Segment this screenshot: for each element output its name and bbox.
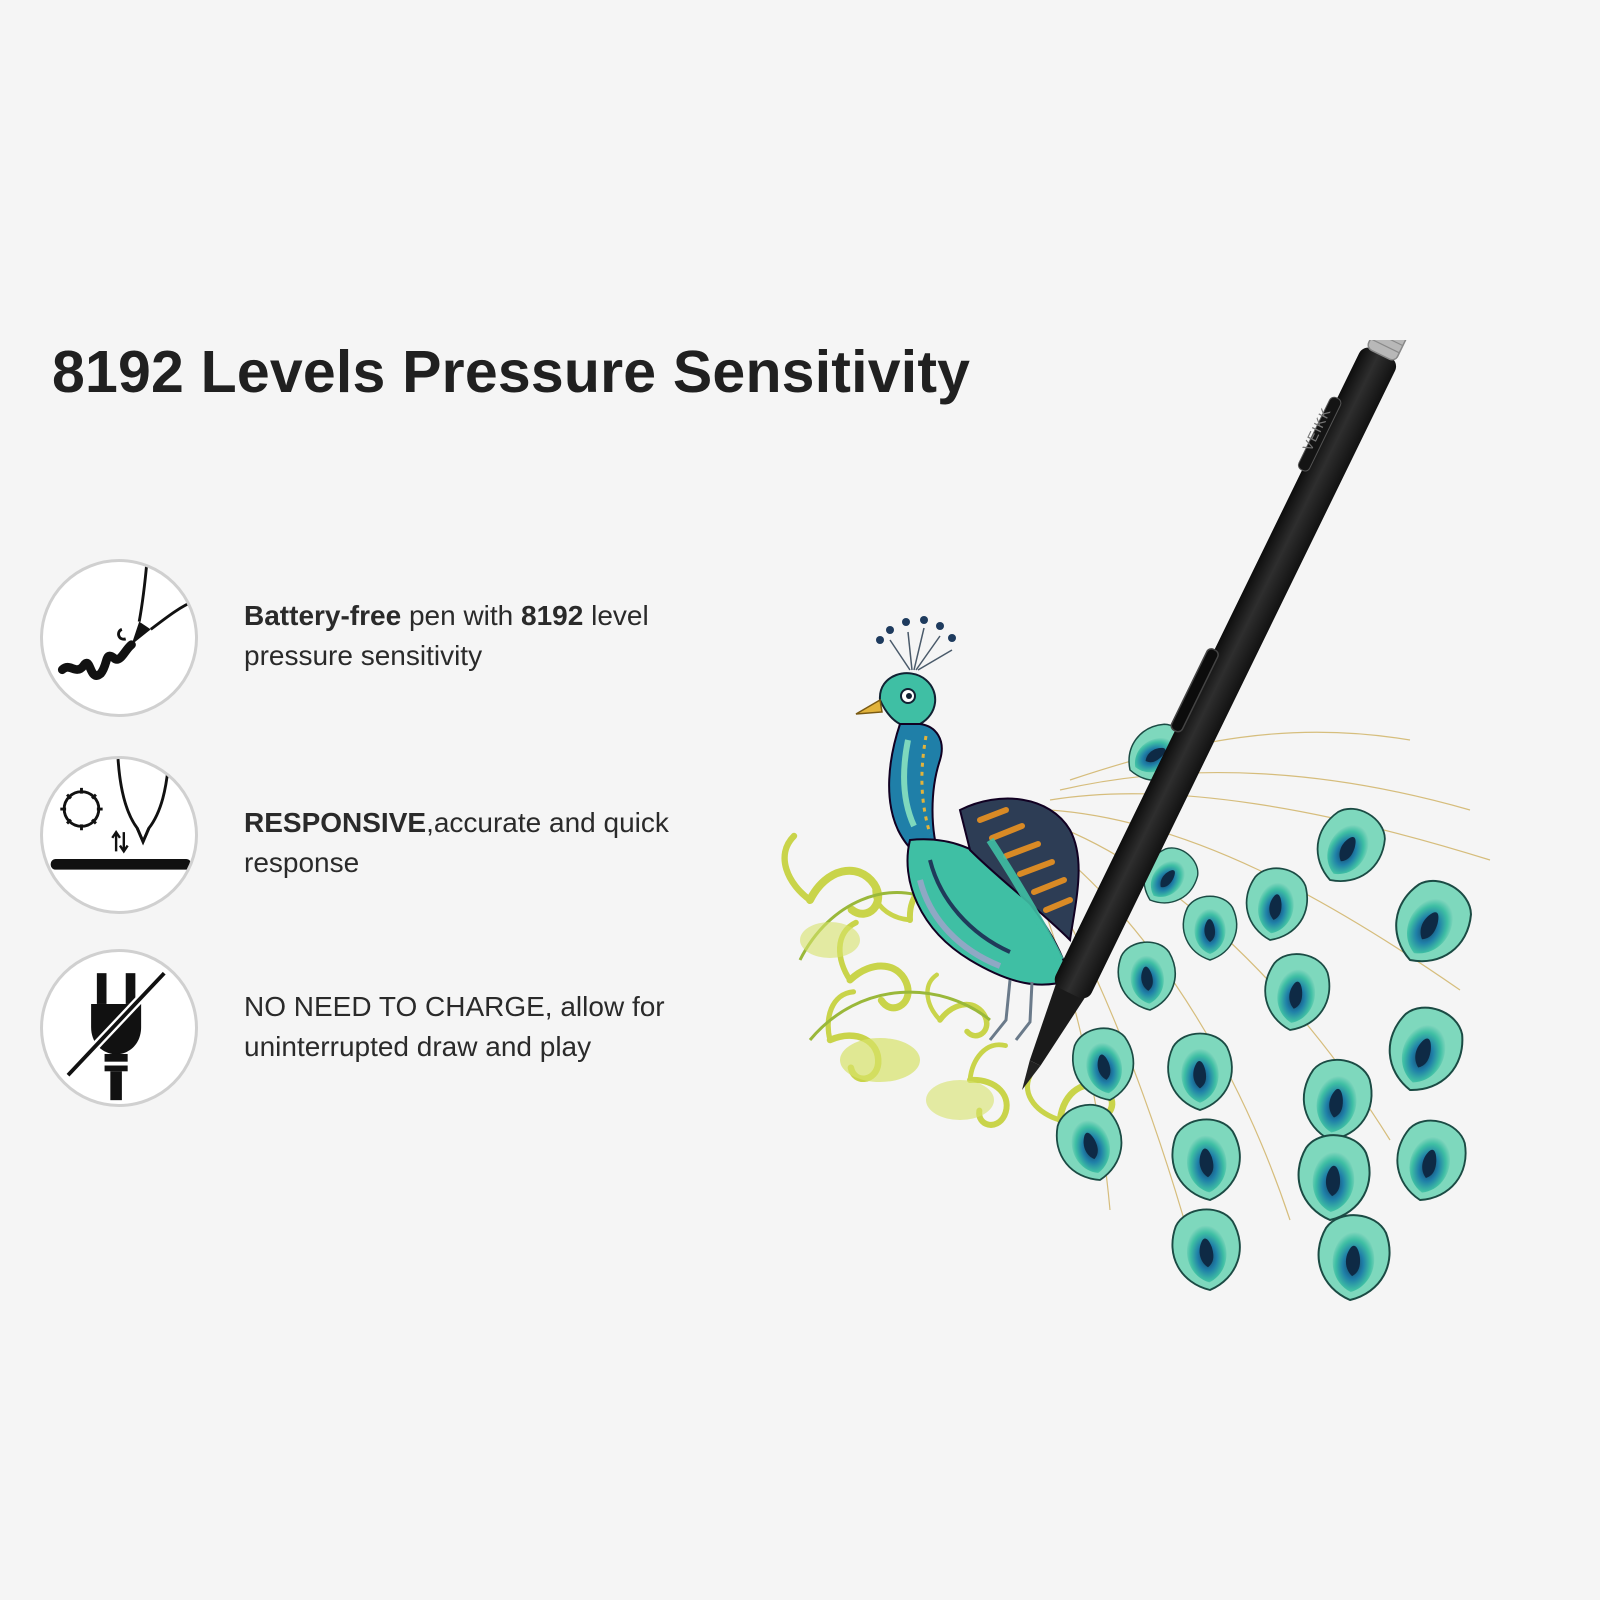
peacock-drawing: VEIKK (770, 340, 1491, 1305)
stylus-pen: VEIKK (1022, 340, 1409, 1090)
peacock-pen-illustration: VEIKK (770, 340, 1570, 1360)
feature-text-part: level pressure sensitivity (244, 600, 649, 671)
feature-battery-free-text: Battery-free pen with 8192 level pressur… (244, 596, 764, 676)
feature-pressure-value: 8192 (521, 600, 584, 631)
feature-battery-free-label: Battery-free (244, 600, 402, 631)
feature-responsive-text: RESPONSIVE,accurate and quick response (244, 803, 764, 883)
peacock-body (855, 616, 1080, 1041)
pen-stroke-icon (40, 559, 198, 717)
feature-responsive-label: RESPONSIVE (244, 807, 427, 838)
feature-no-charge-text: NO NEED TO CHARGE, allow for uninterrupt… (244, 987, 764, 1067)
swirl-ornaments (785, 836, 1116, 1138)
feature-text-part: pen with (401, 600, 522, 631)
peacock-feathers (1048, 714, 1485, 1305)
feature-text-part: ,accurate and quick response (244, 807, 669, 878)
responsive-pen-icon (40, 756, 198, 914)
page-title: 8192 Levels Pressure Sensitivity (52, 339, 971, 405)
no-charge-plug-icon (40, 949, 198, 1107)
feature-no-charge-label: NO NEED TO CHARGE (244, 991, 545, 1022)
feature-text-part: , allow for uninterrupted draw and play (244, 991, 665, 1062)
